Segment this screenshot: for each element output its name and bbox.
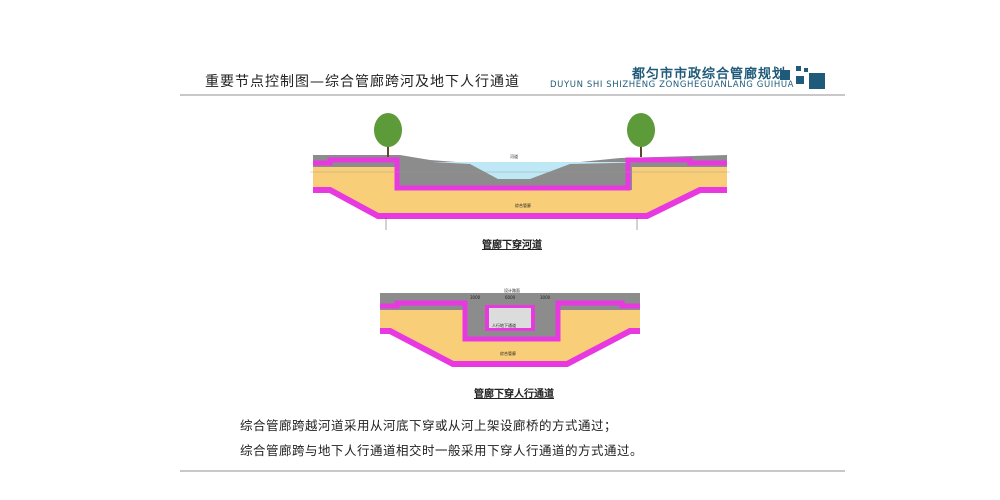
note-2: 综合管廊跨与地下人行通道相交时一般采用下穿人行通道的方式通过。 [240, 443, 644, 458]
page-title: 重要节点控制图—综合管廊跨河及地下人行通道 [205, 74, 520, 90]
note-1: 综合管廊跨越河道采用从河底下穿或从河上架设廊桥的方式通过； [240, 418, 618, 433]
road-label: 设计路面 [504, 287, 520, 293]
concrete-bottom [313, 187, 727, 219]
passage-label: 人行地下通道 [492, 322, 516, 328]
river-crossing-section: 河道 综合管廊 [310, 153, 730, 230]
dim-6000: 6000 [505, 295, 516, 300]
concrete-lining [380, 300, 640, 342]
dim-3000-left: 3000 [470, 295, 481, 300]
caption-passage: 管廊下穿人行通道 [474, 389, 554, 400]
logo-squares-icon [780, 66, 825, 89]
dim-3000-right: 3000 [540, 295, 551, 300]
header-divider [180, 94, 845, 96]
caption-river: 管廊下穿河道 [482, 240, 542, 251]
logo-english: DUYUN SHI SHIZHENG ZONGHEGUANLANG GUIHUA [550, 80, 795, 90]
concrete-lining [313, 157, 727, 191]
footer-divider [180, 470, 845, 472]
river-label: 河道 [510, 153, 518, 159]
pedestrian-passage-section: 人行地下通道 设计路面 综合管廊 3000 6000 3000 [380, 287, 640, 367]
river-water [432, 162, 660, 179]
corridor-label: 综合管廊 [500, 350, 516, 356]
corridor-label: 综合管廊 [515, 202, 531, 208]
corridor-fill [380, 310, 640, 362]
ground [313, 155, 727, 190]
logo-chinese: 都匀市市政综合管廊规划 [632, 67, 787, 82]
tree-icon [374, 113, 655, 157]
concrete-bottom [380, 328, 640, 367]
